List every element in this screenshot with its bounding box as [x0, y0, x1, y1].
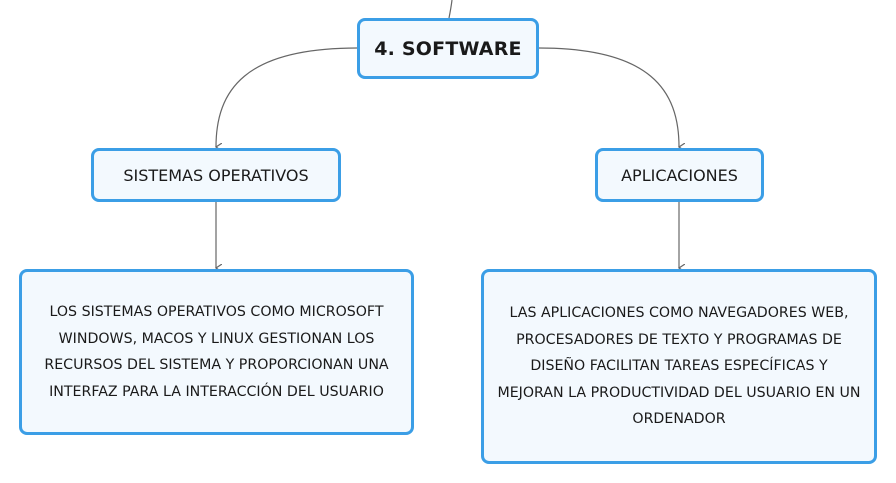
root-node-label: 4. SOFTWARE	[374, 37, 522, 60]
root-node-software[interactable]: 4. SOFTWARE	[357, 18, 539, 79]
node-aplicaciones-label: APLICACIONES	[621, 165, 738, 185]
connector-parent-root	[448, 0, 453, 19]
sistemas-operativos-description-text: LOS SISTEMAS OPERATIVOS COMO MICROSOFT W…	[44, 304, 389, 400]
node-sistemas-operativos[interactable]: SISTEMAS OPERATIVOS	[91, 148, 341, 202]
aplicaciones-description-text: LAS APLICACIONES COMO NAVEGADORES WEB, P…	[497, 305, 861, 428]
connector-root-aplicaciones	[538, 47, 679, 147]
connector-root-sistemas	[216, 47, 358, 147]
node-aplicaciones[interactable]: APLICACIONES	[595, 148, 764, 202]
node-sistemas-operativos-description[interactable]: LOS SISTEMAS OPERATIVOS COMO MICROSOFT W…	[19, 269, 414, 435]
node-aplicaciones-description[interactable]: LAS APLICACIONES COMO NAVEGADORES WEB, P…	[481, 269, 877, 464]
node-sistemas-operativos-label: SISTEMAS OPERATIVOS	[123, 165, 309, 185]
